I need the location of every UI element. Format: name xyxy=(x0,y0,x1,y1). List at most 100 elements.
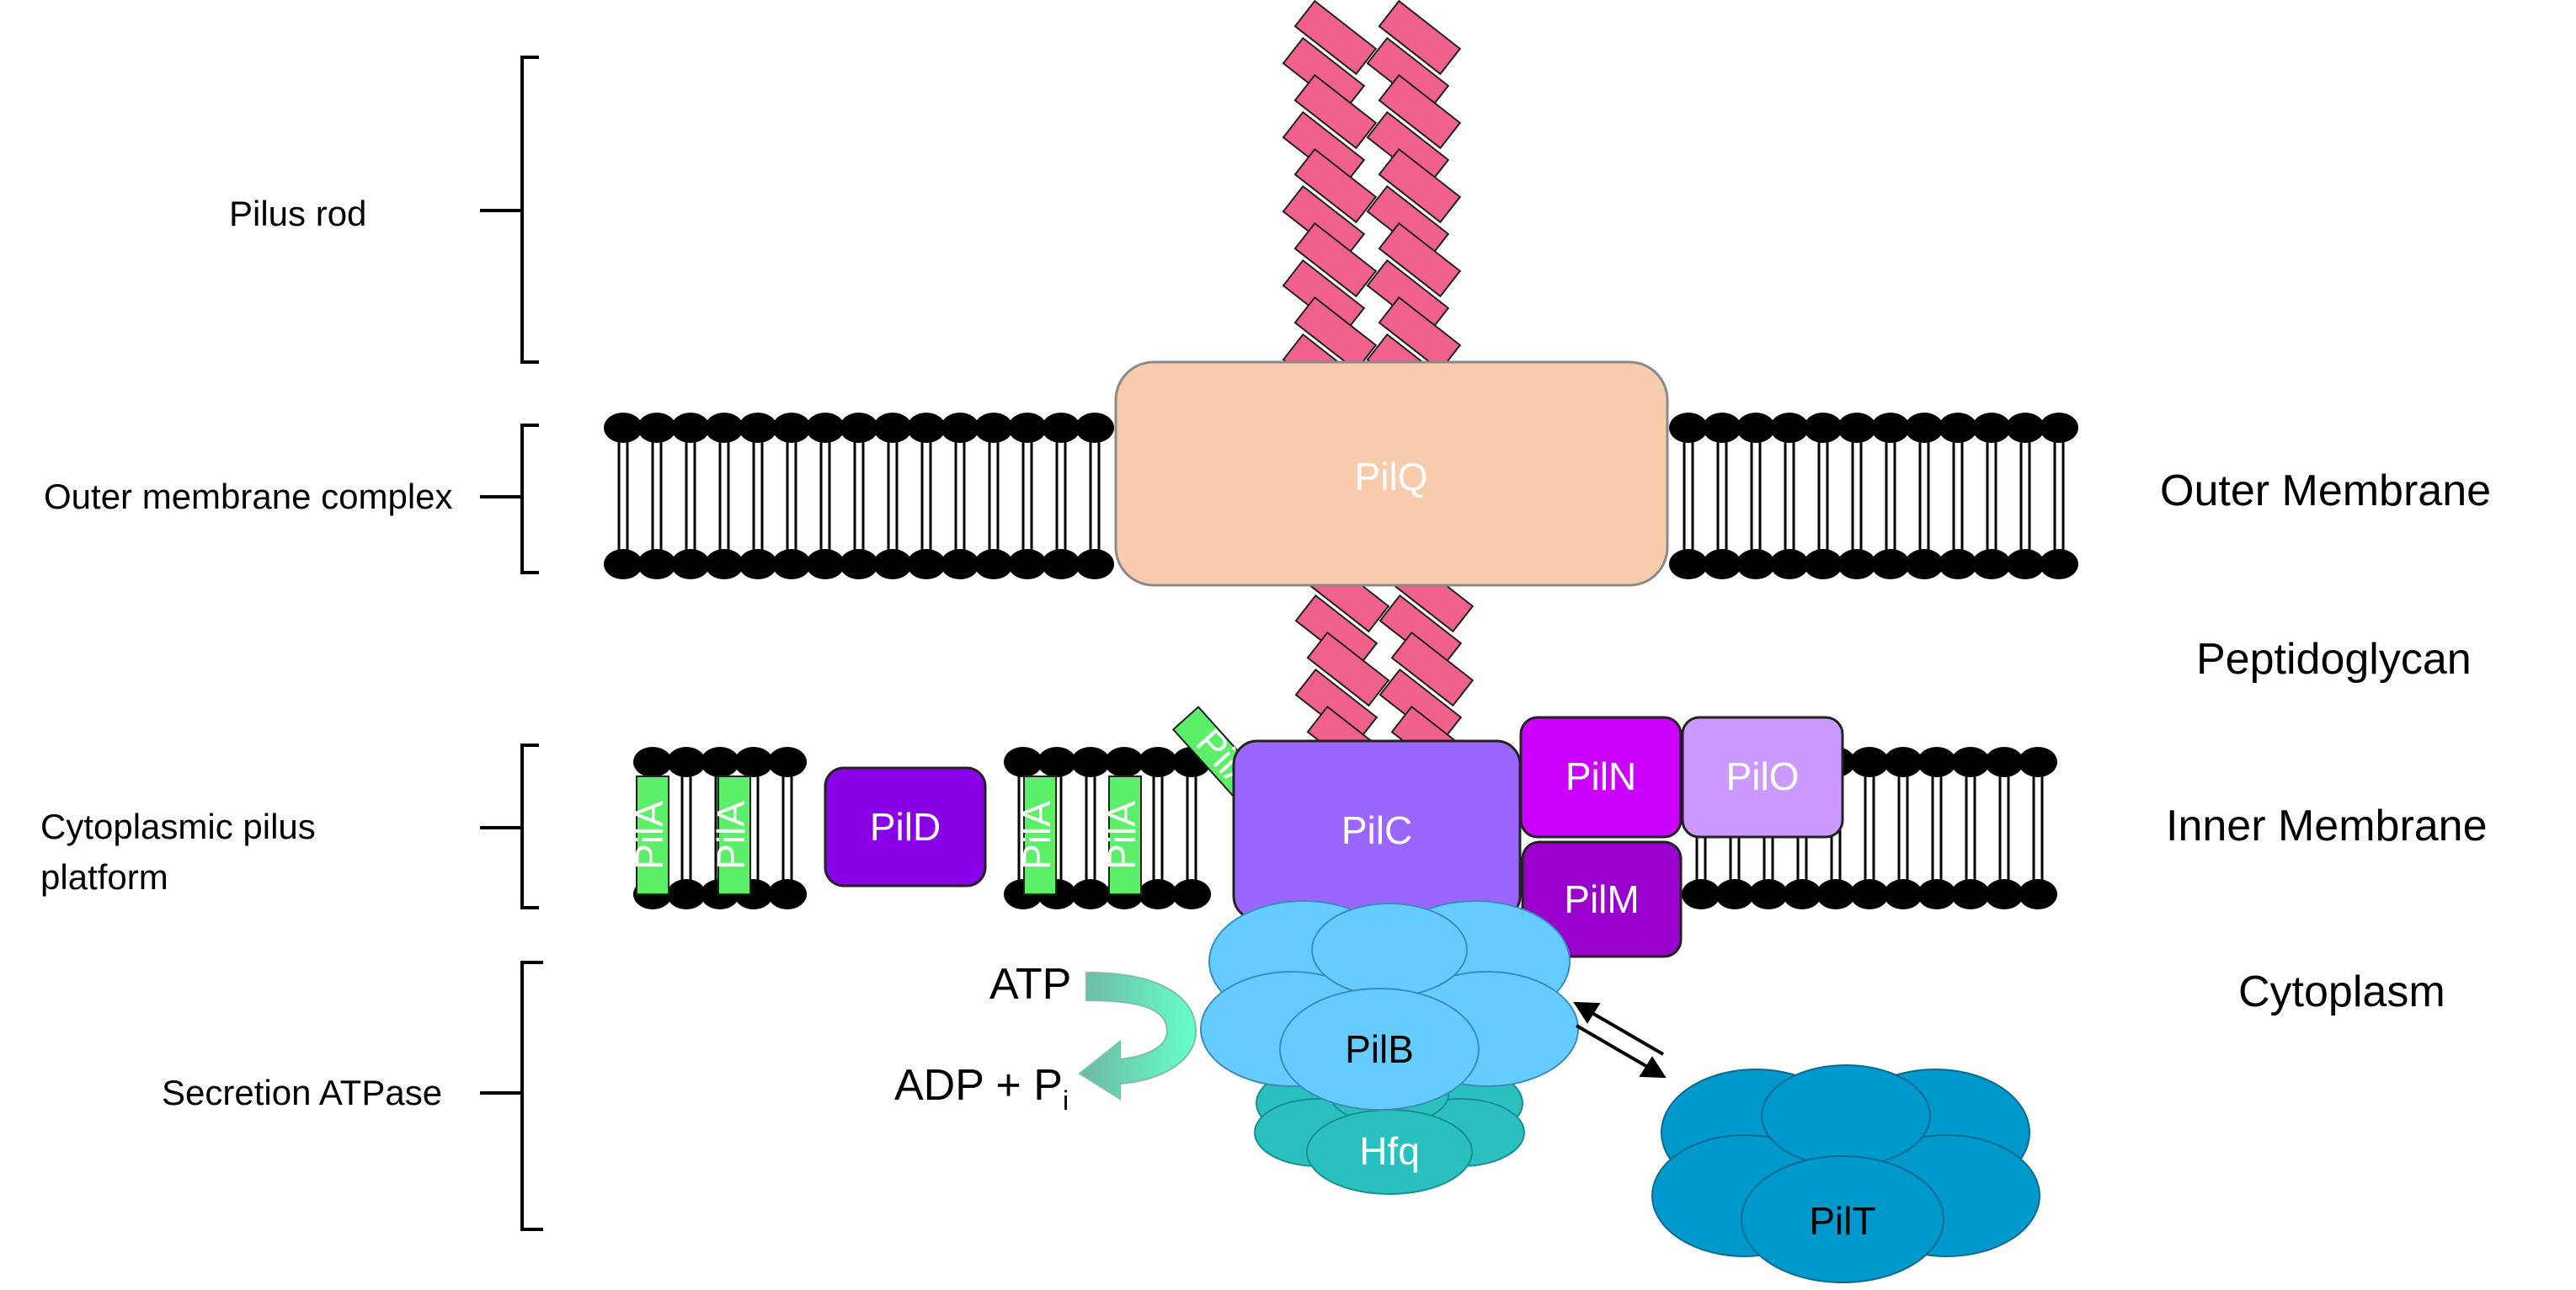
lipid-head xyxy=(1951,747,1990,777)
lipid-head xyxy=(671,413,710,443)
lipid-head xyxy=(1703,413,1741,443)
lipid-head xyxy=(1669,549,1708,579)
lipid-head xyxy=(604,413,643,443)
lipid-head xyxy=(2040,413,2078,443)
lipid-head xyxy=(2040,549,2078,579)
lipid-head xyxy=(671,549,710,579)
lipid-head xyxy=(667,879,706,909)
lipid-head xyxy=(1917,747,1956,777)
lipid-head xyxy=(1770,549,1809,579)
lipid-head xyxy=(1736,549,1775,579)
lipid-head xyxy=(637,549,676,579)
brace-outer-complex xyxy=(480,424,539,574)
pilin-subunit xyxy=(1293,296,1378,372)
lipid-head xyxy=(1850,879,1889,909)
pilin-subunit xyxy=(1378,147,1462,224)
lipid-head xyxy=(873,549,912,579)
pila-subunit: PilA xyxy=(1015,776,1059,895)
label-peptidoglycan: Peptidoglycan xyxy=(2196,635,2472,684)
piln-protein: PilN xyxy=(1519,716,1683,839)
lipid-head xyxy=(1042,549,1080,579)
lipid-head xyxy=(1172,879,1211,909)
lipid-head xyxy=(637,413,676,443)
lipid-head xyxy=(974,413,1013,443)
lipid-head xyxy=(907,549,946,579)
lipid-head xyxy=(974,549,1013,579)
pild-protein: PilD xyxy=(824,766,987,888)
brace-pilus-rod xyxy=(480,56,539,364)
pila-subunit: PilA xyxy=(627,776,671,895)
pilin-subunit xyxy=(1378,296,1462,372)
pilq-body xyxy=(1114,360,1669,587)
lipid-head xyxy=(604,549,643,579)
brace-cyto-platform xyxy=(480,744,539,909)
lipid-head xyxy=(873,413,912,443)
pilt-hexamer: PilT xyxy=(1651,1064,2040,1283)
equilibrium-arrows xyxy=(1573,1001,1667,1079)
lipid-head xyxy=(1004,747,1043,777)
svg-text:PilM: PilM xyxy=(1564,877,1639,921)
lipid-head xyxy=(1008,549,1047,579)
lipid-head xyxy=(1042,413,1080,443)
pilin-subunit xyxy=(1378,73,1462,150)
lipid-head xyxy=(1071,747,1110,777)
lipid-head xyxy=(941,413,979,443)
lipid-head xyxy=(1871,413,1910,443)
lipid-head xyxy=(1804,549,1843,579)
lipid-head xyxy=(1682,879,1720,909)
label-pilus-rod: Pilus rod xyxy=(229,194,366,233)
lipid-head xyxy=(1804,413,1843,443)
svg-text:PilA: PilA xyxy=(1015,801,1059,870)
lipid-head xyxy=(1884,747,1923,777)
lipid-head xyxy=(907,413,946,443)
lipid-head xyxy=(1917,879,1956,909)
lipid-head xyxy=(1951,879,1990,909)
svg-text:PilA: PilA xyxy=(627,801,671,870)
lipid-head xyxy=(1884,879,1923,909)
lipid-head xyxy=(1669,413,1708,443)
lipid-head xyxy=(772,549,811,579)
lipid-head xyxy=(2019,879,2057,909)
lipid-head xyxy=(1985,879,2024,909)
lipid-head xyxy=(2006,413,2045,443)
lipid-head xyxy=(1037,747,1076,777)
atp-hydrolysis-arrow xyxy=(1078,971,1197,1101)
pilin-subunit xyxy=(1378,0,1462,76)
label-cytoplasmic-pilus-platform-1: Cytoplasmic pilus xyxy=(40,807,316,846)
pilc-protein: PilC xyxy=(1232,739,1522,921)
pilin-subunit xyxy=(1293,221,1378,298)
lipid-head xyxy=(1715,879,1754,909)
pilb-hexamer: PilB xyxy=(1200,900,1579,1111)
lipid-head xyxy=(1105,747,1144,777)
lipid-head xyxy=(1783,879,1821,909)
lipid-head xyxy=(806,549,845,579)
lipid-head xyxy=(1075,549,1114,579)
pila-subunit: PilA xyxy=(1100,776,1144,895)
lipid-head xyxy=(772,413,811,443)
lipid-head xyxy=(1075,413,1114,443)
brace-secretion-atpase xyxy=(480,961,543,1231)
lipid-head xyxy=(1703,549,1741,579)
pilin-subunit xyxy=(1293,0,1378,76)
svg-text:PilN: PilN xyxy=(1565,754,1636,798)
svg-text:Hfq: Hfq xyxy=(1359,1129,1420,1173)
pilm-protein: PilM xyxy=(1521,840,1683,958)
svg-text:PilB: PilB xyxy=(1345,1027,1414,1071)
pilq-protein: PilQ xyxy=(1114,360,1669,587)
svg-text:PilA: PilA xyxy=(1100,801,1144,870)
pilin-subunit xyxy=(1306,631,1390,707)
lipid-head xyxy=(1905,549,1944,579)
lipid-head xyxy=(1749,879,1788,909)
label-cytoplasmic-pilus-platform-2: platform xyxy=(40,857,168,897)
lipid-head xyxy=(1837,413,1876,443)
lipid-head xyxy=(941,549,979,579)
pilus-rod-upper xyxy=(1282,0,1462,409)
lipid-head xyxy=(633,747,672,777)
pilin-subunit xyxy=(1390,631,1475,707)
lipid-head xyxy=(768,747,807,777)
lipid-head xyxy=(701,747,739,777)
svg-text:PilD: PilD xyxy=(870,805,941,849)
label-inner-membrane: Inner Membrane xyxy=(2166,802,2488,850)
lipid-head xyxy=(1770,413,1809,443)
lipid-head xyxy=(734,747,773,777)
